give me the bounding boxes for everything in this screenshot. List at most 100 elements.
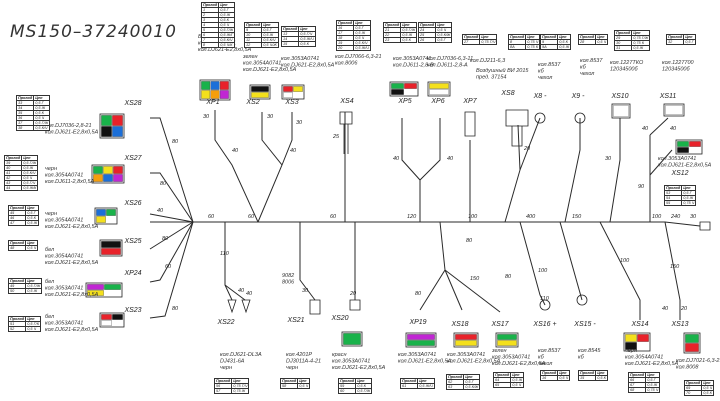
wires xyxy=(149,110,701,320)
connector-label-xs25: XS25 xyxy=(123,238,141,245)
connector-xs23-body xyxy=(99,312,125,328)
table-cell: 31 xyxy=(613,45,633,51)
wire-length: 80 xyxy=(172,139,179,145)
table-header-cell: Провод xyxy=(382,22,402,28)
connector-note-n-x9: чехол xyxy=(580,71,594,77)
connector-note-n-x8: кол.8537 xyxy=(538,62,561,68)
connector-label-xs22: XS22 xyxy=(216,319,234,326)
wire-length: 400 xyxy=(526,214,536,220)
wire-length: 40 xyxy=(246,291,253,297)
connector-note-n-xs2: зелен xyxy=(242,54,258,60)
wire-length: 240 xyxy=(670,214,681,220)
connector-note-n-xs16: чехол xyxy=(538,361,552,367)
connector-label-xs3: XS3 xyxy=(284,99,298,106)
connector-note-n-xp1: кол.DJ621-Е2,8х0,5А xyxy=(198,47,252,53)
wire-length: 20 xyxy=(680,306,688,312)
table-cell: 0,5 К xyxy=(701,390,715,396)
table-cell: 0,5 К/Ж xyxy=(463,384,481,390)
wire-length: 40 xyxy=(447,156,454,162)
wire-xs13 xyxy=(664,221,681,320)
wire-length: 80 xyxy=(172,306,179,312)
table-cell: 0,5 Ж/Ч xyxy=(353,45,371,51)
wire-length: 25 xyxy=(332,134,340,140)
wire-length: 120 xyxy=(407,214,417,220)
wire-length: 110 xyxy=(220,251,230,257)
table-cell: 28 xyxy=(577,39,597,45)
table-cell: 0,5 Ж/Ч xyxy=(417,383,435,389)
table-cell: 16 xyxy=(539,375,559,381)
table-header-cell: Провод xyxy=(445,374,465,380)
wire-xp5 xyxy=(401,118,421,222)
table-cell: 0,5 Ж xyxy=(557,44,572,50)
connector-note-n-xs4: кол.DJ7066-6,3-21 xyxy=(335,54,382,60)
table-header-cell: Провод xyxy=(15,95,35,101)
table-cell: 65 xyxy=(492,382,512,388)
table-cell: 61 xyxy=(399,383,419,389)
wire-length: 60 xyxy=(165,264,172,270)
table-cell: 0,5 Ж xyxy=(25,288,43,294)
table-cell: 32 xyxy=(665,39,685,45)
connector-xs2-body xyxy=(249,84,271,100)
connector-x8-ring xyxy=(534,112,546,124)
connector-note-n-xp24: бел xyxy=(45,279,54,285)
connector-note-n-xs10: 12034500б xyxy=(610,67,638,73)
wire-length: 150 xyxy=(470,276,480,282)
connector-xs17-body xyxy=(495,332,519,348)
table-header-cell: Провод xyxy=(539,370,559,376)
table-cell: 12 xyxy=(243,42,263,48)
connector-label-xs26: XS26 xyxy=(123,200,141,207)
table-cell: 0,75 Ч xyxy=(525,39,541,45)
table-cell: 58 xyxy=(279,383,299,389)
table-cell: 0,5 Ж xyxy=(510,377,525,383)
table-cell: 26 xyxy=(417,37,437,43)
connector-note-n-xs20: кол.DJ621-Е2,8х0,5А xyxy=(332,365,386,371)
table-cell: 55 xyxy=(663,200,683,206)
connector-note-n-x2: 9082 xyxy=(282,273,294,279)
table-cell: 0,75 Ж xyxy=(231,388,250,394)
table-cell: 0,5 Ж/К xyxy=(21,185,39,191)
connector-label-xs8: XS8 xyxy=(500,90,514,97)
table-cell: 0,5 Ч/К xyxy=(218,42,236,48)
wire-xs21 xyxy=(299,222,316,301)
connector-note-n-xs21: DJ3011А-4-21 xyxy=(286,359,321,365)
connector-note-n-xs14: черн xyxy=(625,348,637,354)
connector-note-n-xs8: пред. 37154 xyxy=(476,75,506,81)
table-cell: 68 xyxy=(627,387,647,393)
wire-length: 100 xyxy=(468,214,478,220)
wire-xs16 xyxy=(519,221,546,306)
table-cell: 0,5 Ч xyxy=(595,39,609,45)
wire-length: 20 xyxy=(349,291,357,297)
connector-label-xs14: XS14 xyxy=(630,321,648,328)
connector-note-n-xs25: бел xyxy=(45,247,54,253)
connector-xs18-body xyxy=(453,332,479,348)
connector-note-n-x9: кол.8537 xyxy=(580,58,603,64)
connector-note-n-xs11: кол.1227700 xyxy=(662,60,695,66)
table-header-cell: Провод xyxy=(665,34,685,40)
table-cell: 0,75 Ч xyxy=(645,387,661,393)
wire-length: 90 xyxy=(638,184,645,190)
connector-label-xs18: XS18 xyxy=(450,321,468,328)
table-cell: 0,5 Г/Ж xyxy=(400,27,418,33)
connector-label-xs27: XS27 xyxy=(123,155,142,162)
table-header-cell: Провод xyxy=(417,22,437,28)
diagram-title: MS150–37240010 xyxy=(10,22,177,42)
table-cell: 52 xyxy=(7,326,27,332)
